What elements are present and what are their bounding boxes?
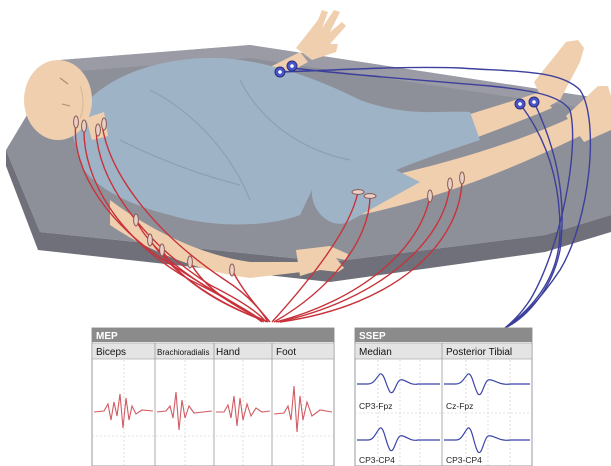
- mep-column-biceps: Biceps: [96, 347, 126, 358]
- raised-hand: [296, 10, 346, 60]
- mep-column-header-row: [92, 343, 334, 359]
- mep-panel-title: MEP: [96, 331, 118, 342]
- ssep-trace-label-tibial-top: Cz-Fpz: [446, 401, 473, 411]
- mep-column-brachioradialis: Brachioradialis: [157, 348, 209, 357]
- mep-column-hand: Hand: [216, 347, 240, 358]
- ssep-panel: SSEP Median Posterior Tibial CP3-Fpz Cz-…: [355, 328, 532, 466]
- ssep-column-posterior-tibial: Posterior Tibial: [446, 347, 512, 358]
- ssep-trace-label-median-top: CP3-Fpz: [359, 401, 393, 411]
- ssep-panel-title: SSEP: [359, 331, 386, 342]
- ssep-trace-label-median-bottom: CP3-CP4: [359, 455, 395, 465]
- ssep-column-median: Median: [359, 347, 392, 358]
- mep-panel: MEP Biceps Brachioradialis Hand Foot: [92, 328, 334, 466]
- mep-column-foot: Foot: [276, 347, 296, 358]
- mep-panel-header: [92, 328, 334, 342]
- ssep-trace-label-tibial-bottom: CP3-CP4: [446, 455, 482, 465]
